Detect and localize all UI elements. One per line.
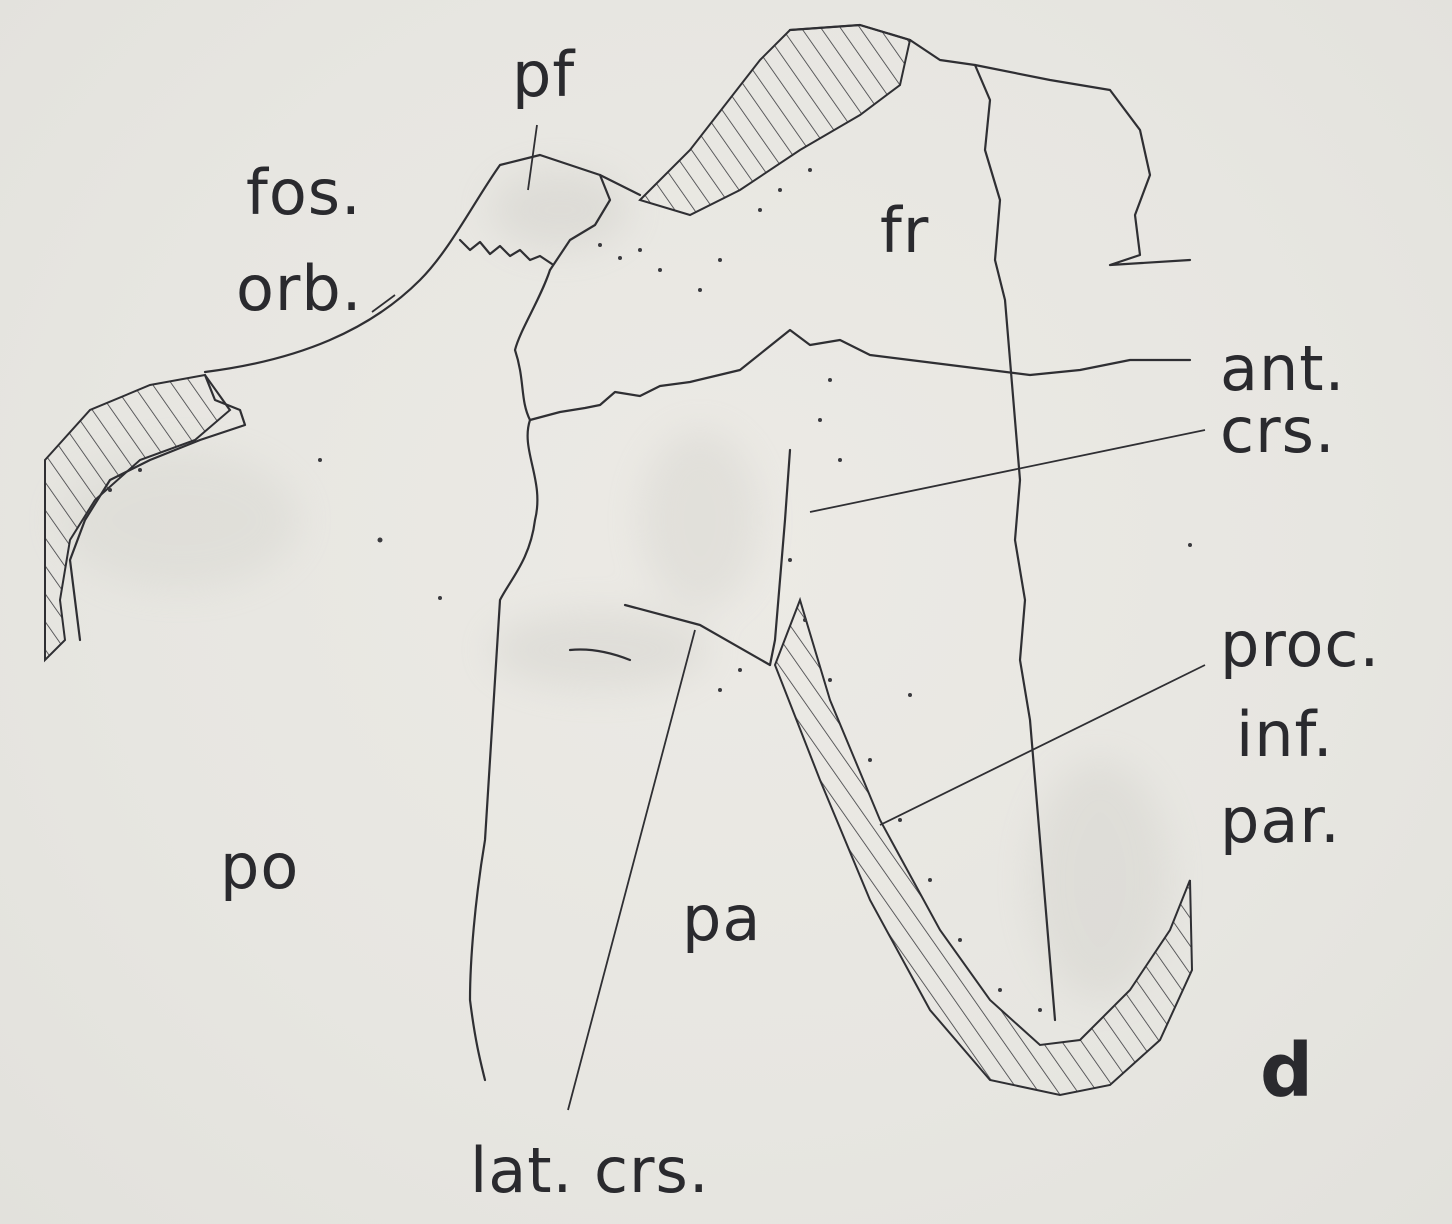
hatched-frontal-rim bbox=[640, 25, 910, 215]
panel-letter: d bbox=[1260, 1040, 1314, 1102]
label-proc: proc. bbox=[1220, 614, 1380, 676]
label-pf: pf bbox=[512, 44, 575, 106]
leader-proc-inf-par bbox=[880, 665, 1205, 825]
frontal-parietal-suture-horizontal bbox=[530, 330, 1190, 420]
label-par: par. bbox=[1220, 790, 1341, 852]
label-orb: orb. bbox=[236, 258, 363, 320]
leader-lat-crs bbox=[568, 630, 695, 1110]
leader-ant-crs bbox=[810, 430, 1205, 512]
midline-suture bbox=[975, 65, 1055, 1020]
label-inf: inf. bbox=[1236, 704, 1334, 766]
label-po: po bbox=[220, 836, 299, 898]
label-fr: fr bbox=[880, 200, 929, 262]
label-ant: ant. bbox=[1220, 338, 1345, 400]
label-fos: fos. bbox=[246, 162, 362, 224]
label-pa: pa bbox=[682, 888, 761, 950]
label-lat-crs: lat. crs. bbox=[470, 1140, 710, 1202]
label-crs-upper: crs. bbox=[1220, 400, 1336, 462]
